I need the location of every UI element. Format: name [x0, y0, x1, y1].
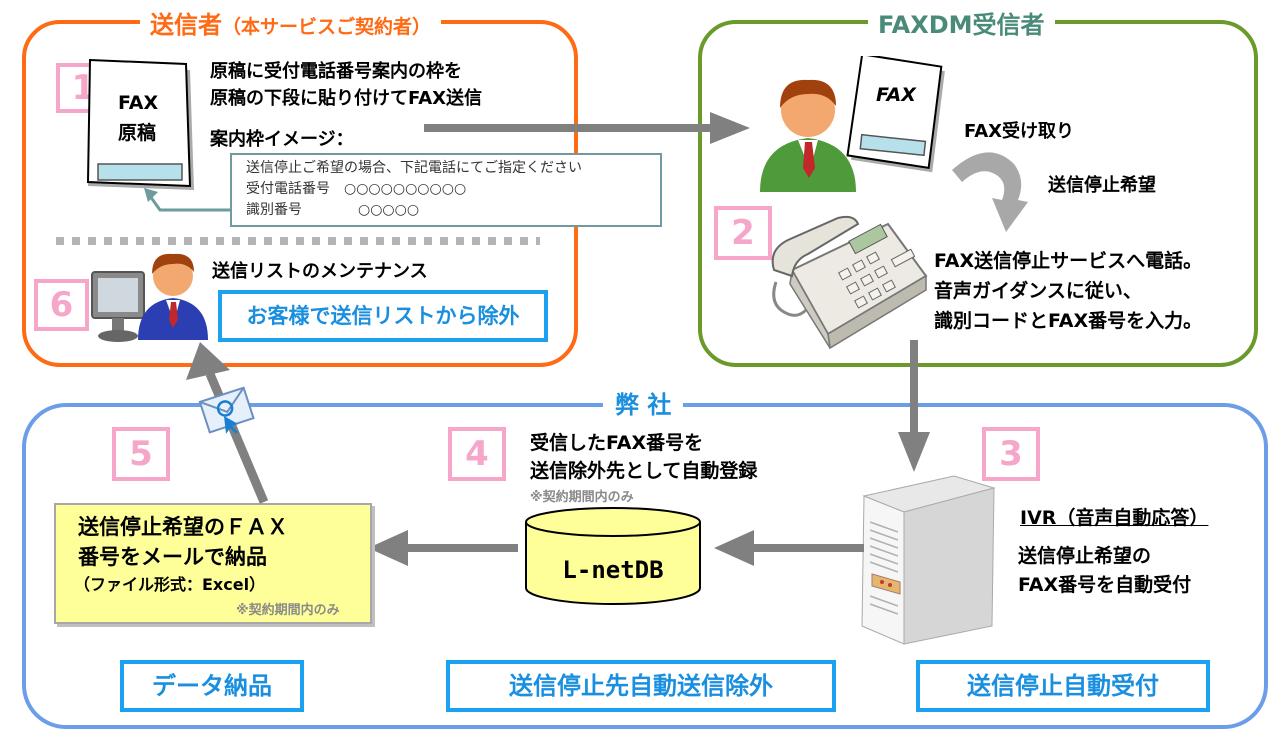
sender-divider — [56, 237, 540, 245]
call-line1: FAX送信停止サービスへ電話。 — [934, 250, 1203, 272]
doc-genko-label: 原稿 — [118, 122, 157, 144]
step-6-number: 6 — [34, 279, 89, 331]
sender-title-sub: （本サービスご契約者） — [222, 16, 432, 38]
sender-title: 送信者（本サービスご契約者） — [140, 8, 442, 44]
step-3-number: 3 — [982, 427, 1040, 481]
curved-arrow-icon — [952, 152, 1028, 232]
call-line3: 識別コードとFAX番号を入力。 — [934, 310, 1203, 332]
label-data-delivery: データ納品 — [120, 660, 304, 712]
step-2-number: 2 — [714, 206, 772, 260]
db-label: L-netDB — [562, 556, 664, 584]
label-auto-accept: 送信停止自動受付 — [916, 660, 1210, 712]
email-icon — [198, 386, 255, 434]
register-note: ※契約期間内のみ — [530, 490, 634, 505]
guide-line2: 受付電話番号 ○○○○○○○○○○ — [246, 179, 660, 200]
delivery-note-text: ※契約期間内のみ — [236, 603, 340, 618]
fax-document-icon — [86, 58, 194, 190]
arrow-to-ivr — [898, 340, 930, 472]
register-line2: 送信除外先として自動登録 — [530, 460, 758, 482]
computer-icon — [91, 271, 145, 342]
remove-from-list-label: お客様で送信リストから除外 — [218, 290, 548, 342]
person-icon — [138, 253, 208, 340]
step-4-number: 4 — [448, 427, 506, 481]
step1-line1: 原稿に受付電話番号案内の枠を — [210, 61, 462, 82]
delivery-note: 送信停止希望のＦＡＸ 番号をメールで納品 （ファイル形式：Excel） ※契約期… — [54, 503, 372, 624]
receiver-person-icon — [760, 79, 856, 192]
delivery-line3: （ファイル形式：Excel） — [74, 575, 266, 594]
company-title: 弊 社 — [603, 390, 684, 420]
arrow-send-fax — [424, 112, 750, 144]
receive-text: FAX受け取り — [964, 121, 1075, 142]
call-line2: 音声ガイダンスに従い、 — [934, 280, 1142, 302]
guide-pointer-arrow — [144, 188, 232, 212]
sender-title-main: 送信者 — [150, 11, 222, 39]
delivery-line1: 送信停止希望のＦＡＸ — [78, 515, 288, 539]
received-fax-label: FAX — [876, 84, 916, 106]
ivr-line1: 送信停止希望の — [1018, 545, 1152, 567]
delivery-line2: 番号をメールで納品 — [78, 545, 267, 569]
guide-line1: 送信停止ご希望の場合、下記電話にてご指定ください — [246, 160, 582, 176]
maintenance-text: 送信リストのメンテナンス — [212, 261, 428, 282]
ivr-line2: FAX番号を自動受付 — [1018, 574, 1192, 596]
guide-phone-label: 受付電話番号 — [246, 181, 330, 197]
guide-phone-value: ○○○○○○○○○○ — [344, 181, 467, 197]
arrow-to-delivery — [368, 530, 518, 566]
step1-line2: 原稿の下段に貼り付けてFAX送信 — [210, 88, 483, 109]
guide-line3: 識別番号 ○○○○○ — [246, 200, 660, 221]
database-icon — [525, 507, 701, 605]
guide-id-label: 識別番号 — [246, 202, 302, 218]
server-icon — [861, 475, 996, 645]
ivr-title: IVR（音声自動応答） — [1020, 507, 1209, 529]
stop-request-text: 送信停止希望 — [1048, 175, 1156, 196]
label-auto-exclude: 送信停止先自動送信除外 — [446, 660, 836, 712]
guide-frame: 送信停止ご希望の場合、下記電話にてご指定ください 受付電話番号○○○○○○○○○… — [230, 153, 662, 227]
register-line1: 受信したFAX番号を — [530, 432, 704, 454]
received-fax-icon — [846, 56, 945, 173]
arrow-to-db — [714, 530, 864, 566]
step-5-number: 5 — [112, 427, 170, 481]
guide-heading: 案内枠イメージ： — [210, 129, 354, 150]
doc-fax-label: FAX — [118, 92, 159, 114]
telephone-icon — [771, 215, 928, 350]
guide-id-value: ○○○○○ — [358, 202, 420, 218]
receiver-title: FAXDM受信者 — [868, 8, 1055, 42]
